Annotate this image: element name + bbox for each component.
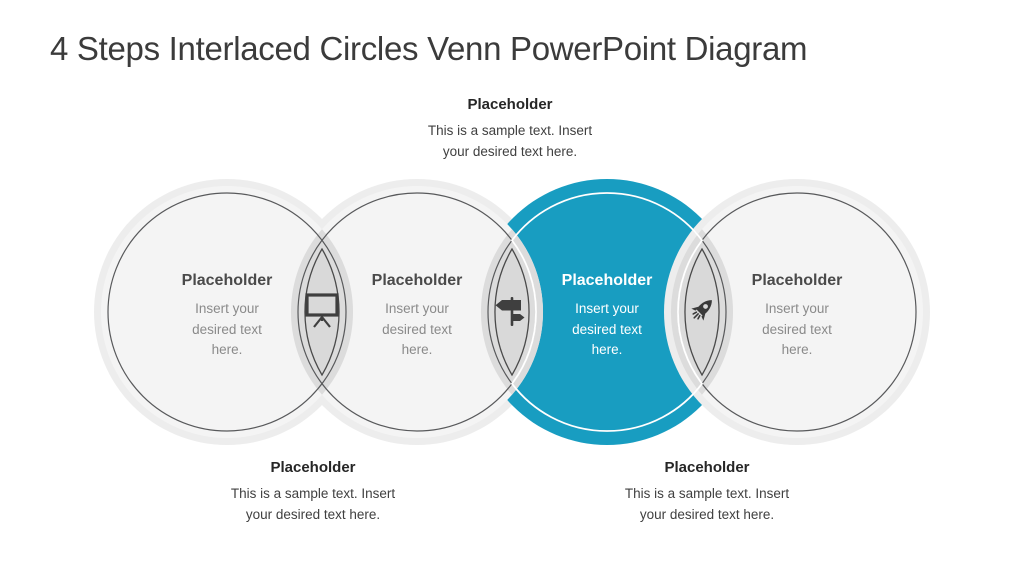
- highlight-circle-white-outline: [510, 192, 704, 432]
- presentation-board-icon: [305, 293, 339, 328]
- bottom-left-caption: Placeholder This is a sample text. Inser…: [163, 459, 463, 525]
- circle-4-shape: [671, 186, 923, 438]
- top-caption: Placeholder This is a sample text. Inser…: [360, 96, 660, 162]
- circle-2-shape: [291, 186, 543, 438]
- top-caption-heading: Placeholder: [467, 96, 553, 113]
- circle-1-text: Placeholder Insert your desired text her…: [152, 272, 302, 361]
- signpost-icon: [495, 297, 525, 326]
- bottom-right-caption-body: This is a sample text. Insert your desir…: [624, 486, 790, 522]
- circle-4-body: Insert your desired text here.: [762, 301, 832, 357]
- circle-1-heading: Placeholder: [181, 272, 273, 289]
- circle-2-heading: Placeholder: [371, 272, 463, 289]
- bottom-left-caption-body: This is a sample text. Insert your desir…: [230, 486, 396, 522]
- circle-3-body: Insert your desired text here.: [572, 301, 642, 357]
- rocket-icon: [691, 300, 712, 321]
- circle-3-text: Placeholder Insert your desired text her…: [532, 272, 682, 361]
- circle-2-body: Insert your desired text here.: [382, 301, 452, 357]
- circle-2-text: Placeholder Insert your desired text her…: [342, 272, 492, 361]
- circle-3-heading: Placeholder: [561, 272, 653, 289]
- circle-4-text: Placeholder Insert your desired text her…: [722, 272, 872, 361]
- circle-3-highlight-shape: [474, 179, 740, 445]
- bottom-left-caption-heading: Placeholder: [270, 459, 356, 476]
- circle-1-body: Insert your desired text here.: [192, 301, 262, 357]
- slide-title: 4 Steps Interlaced Circles Venn PowerPoi…: [50, 30, 808, 67]
- circle-4-heading: Placeholder: [751, 272, 843, 289]
- lens-1: [304, 247, 340, 377]
- circle-1-shape: [101, 186, 353, 438]
- top-caption-body: This is a sample text. Insert your desir…: [427, 123, 593, 159]
- bottom-right-caption-heading: Placeholder: [664, 459, 750, 476]
- bottom-right-caption: Placeholder This is a sample text. Inser…: [557, 459, 857, 525]
